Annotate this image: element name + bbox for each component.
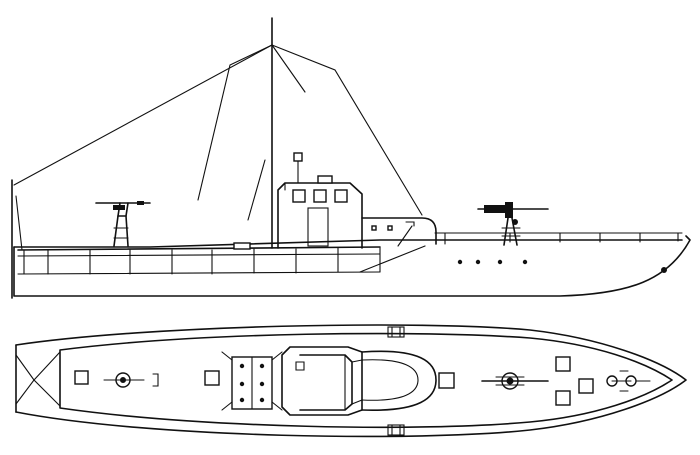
side-elevation [11, 17, 691, 299]
engine-skylight [221, 351, 283, 411]
aft-machine-gun [95, 201, 151, 247]
wheelhouse-roof [281, 346, 437, 416]
anchor-windlass [606, 370, 651, 392]
deck-hatches [74, 356, 594, 406]
bulwark-stanchions [23, 247, 381, 275]
forward-machine-gun [477, 202, 549, 246]
deck-plan [15, 324, 687, 438]
aft-gun-mount [103, 372, 159, 388]
wheelhouse [233, 152, 437, 250]
mast-and-rigging [13, 17, 423, 249]
hull-profile [11, 179, 691, 299]
portholes [457, 259, 667, 273]
forward-gun-mount [481, 372, 549, 390]
hull-outline [15, 324, 687, 438]
